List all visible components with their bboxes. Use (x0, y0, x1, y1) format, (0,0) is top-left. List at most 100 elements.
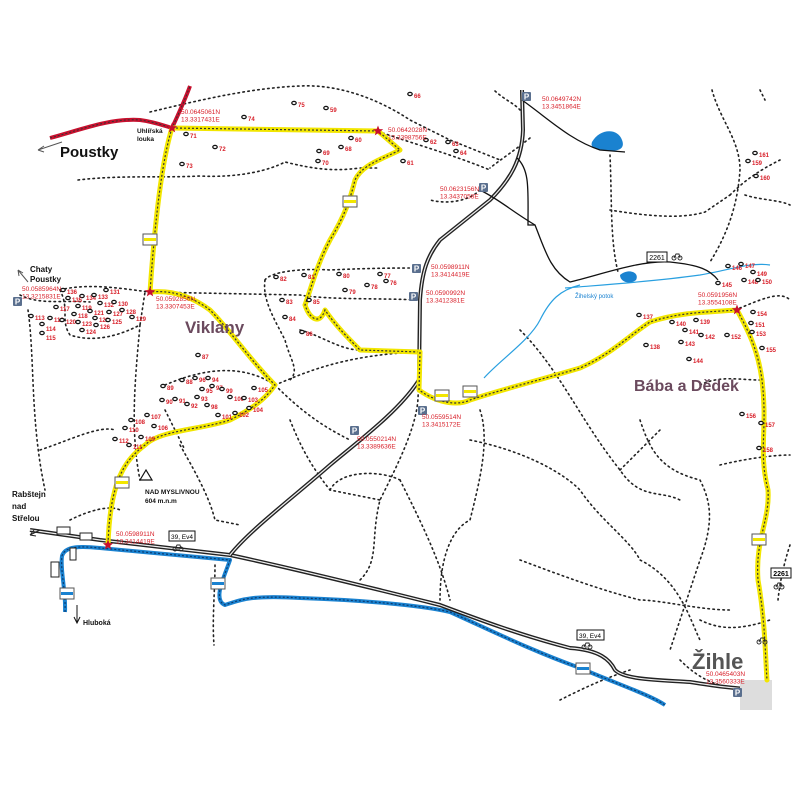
boulder-icon (739, 411, 745, 417)
star-icon (144, 286, 156, 297)
boulder-marker: 60 (348, 135, 362, 144)
longitude: 13.3554108E (698, 300, 737, 307)
blue-trail (59, 545, 667, 707)
boulder-icon (204, 402, 210, 408)
longitude: 13.3215831E (22, 294, 61, 301)
blue-marker (575, 662, 591, 675)
bicycle-icon (172, 544, 184, 552)
road-39-label: 39, Ev4 (171, 534, 193, 541)
boulder-icon (91, 292, 97, 298)
road-labels: 2261 2261 39, Ev4 39, Ev4 (168, 251, 792, 650)
boulder-marker: 149 (750, 269, 768, 278)
boulder-icon (338, 144, 344, 150)
boulder-number: 71 (190, 134, 197, 140)
boulder-number: 73 (186, 164, 193, 170)
boulder-number: 159 (752, 161, 763, 167)
boulder-number: 150 (762, 280, 773, 286)
boulder-marker: 152 (724, 332, 742, 341)
boulder-marker: 129 (129, 314, 147, 323)
boulder-icon (160, 383, 166, 389)
boulder-number: 102 (239, 413, 250, 419)
boulder-number: 112 (119, 439, 129, 445)
boulder-marker: 114 (39, 321, 56, 333)
boulder-icon (364, 282, 370, 288)
boulder-icon (715, 280, 721, 286)
boulder-number: 124 (86, 330, 97, 336)
boulder-marker: 155 (759, 345, 777, 354)
boulder-icon (738, 261, 744, 267)
boulder-icon (445, 139, 451, 145)
streams (483, 131, 771, 379)
latitude: 50.0649742N (542, 96, 581, 103)
boulder-marker: 138 (643, 342, 661, 351)
boulder-number: 87 (202, 355, 209, 361)
boulder-number: 91 (179, 399, 186, 405)
boulder-marker: 116 (47, 315, 64, 324)
boulder-icon (636, 312, 642, 318)
boulder-icon (241, 114, 247, 120)
boulder-marker: 150 (755, 277, 773, 286)
latitude: 50.0559514N (422, 414, 461, 421)
boulder-icon (79, 293, 85, 299)
latitude: 50.0598911N (431, 264, 470, 271)
boulder-marker: 139 (693, 317, 711, 326)
boulder-icon (195, 352, 201, 358)
boulder-number: 137 (643, 315, 654, 321)
boulder-icon (299, 329, 305, 335)
boulder-marker: 103 (241, 395, 259, 404)
boulder-icon (179, 161, 185, 167)
boulder-number: 147 (745, 264, 756, 270)
star-icon (166, 122, 178, 133)
boulder-number: 93 (201, 397, 208, 403)
longitude: 13.3307453E (156, 304, 195, 311)
boulder-marker: 79 (342, 287, 356, 296)
boulder-icon (151, 423, 157, 429)
boulder-number: 146 (732, 266, 743, 272)
boulder-marker: 151 (748, 320, 766, 329)
arrow-poustky-icon (37, 141, 63, 153)
boulder-icon (59, 317, 65, 323)
label-stream: Žihelský potok (575, 292, 614, 300)
boulder-icon (246, 405, 252, 411)
road-2261-label: 2261 (649, 255, 665, 262)
boulder-icon (28, 313, 34, 319)
boulder-icon (71, 311, 77, 317)
boulder-icon (39, 330, 45, 336)
arrow-rabstejn-icon (29, 529, 41, 537)
boulder-number: 156 (746, 414, 757, 420)
boulder-marker: 147 (738, 261, 756, 270)
boulder-marker: 105 (251, 385, 269, 394)
boulder-marker: 96 (192, 375, 206, 384)
boulder-icon (184, 401, 190, 407)
boulder-number: 70 (322, 161, 329, 167)
boulder-marker: 118 (71, 311, 88, 320)
label-chaty-2: Poustky (30, 275, 62, 284)
boulder-icon (748, 320, 754, 326)
boulder-icon (93, 322, 99, 328)
longitude: 13.3560333E (706, 679, 745, 686)
boulder-marker: 133 (91, 292, 109, 301)
boulder-icon (745, 158, 751, 164)
boulder-marker: 137 (636, 312, 654, 321)
boulder-marker: 145 (715, 280, 733, 289)
boulder-number: 142 (705, 335, 716, 341)
boulder-marker: 143 (678, 339, 696, 348)
latitude: 50.0642028N (388, 127, 427, 134)
boulder-icon (682, 327, 688, 333)
boulder-icon (159, 397, 165, 403)
boulder-number: 127 (113, 312, 124, 318)
boulder-number: 141 (689, 330, 700, 336)
boulder-icon (756, 445, 762, 451)
star-icon (731, 304, 743, 315)
boulder-number: 108 (135, 420, 146, 426)
boulder-number: 60 (355, 138, 362, 144)
boulder-icon (423, 137, 429, 143)
boulder-icon (725, 263, 731, 269)
trail-markers (59, 195, 767, 675)
